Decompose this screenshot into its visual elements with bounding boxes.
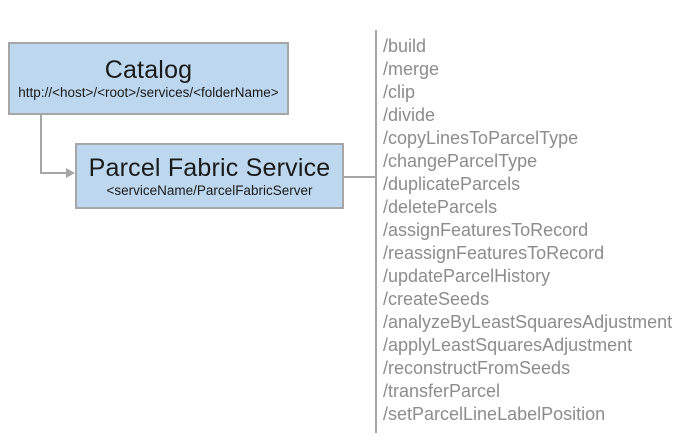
endpoint-item: /copyLinesToParcelType bbox=[383, 128, 579, 148]
endpoint-item: /analyzeByLeastSquaresAdjustment bbox=[383, 312, 673, 332]
endpoint-item: /createSeeds bbox=[383, 289, 490, 309]
arrowhead-right-icon bbox=[66, 168, 75, 178]
endpoint-item: /applyLeastSquaresAdjustment bbox=[383, 335, 633, 355]
endpoint-list: /build/merge/clip/divide/copyLinesToParc… bbox=[383, 35, 672, 426]
endpoint-item: /updateParcelHistory bbox=[383, 266, 551, 286]
endpoint-item: /merge bbox=[383, 59, 440, 79]
endpoint-item: /divide bbox=[383, 105, 436, 125]
endpoint-item: /reassignFeaturesToRecord bbox=[383, 243, 605, 263]
endpoint-item: /transferParcel bbox=[383, 381, 501, 401]
connector-catalog-horizontal-line bbox=[40, 172, 68, 174]
connector-service-to-endpoints-line bbox=[343, 176, 376, 178]
endpoint-item: /clip bbox=[383, 82, 416, 102]
parcel-fabric-service-node: Parcel Fabric Service <serviceName/Parce… bbox=[75, 143, 344, 209]
endpoint-item: /build bbox=[383, 36, 427, 56]
endpoint-item: /reconstructFromSeeds bbox=[383, 358, 571, 378]
service-url: <serviceName/ParcelFabricServer bbox=[106, 182, 313, 198]
endpoint-item: /assignFeaturesToRecord bbox=[383, 220, 589, 240]
catalog-title: Catalog bbox=[104, 56, 193, 84]
endpoint-item: /duplicateParcels bbox=[383, 174, 521, 194]
endpoints-divider-line bbox=[375, 30, 377, 433]
catalog-url: http://<host>/<root>/services/<folderNam… bbox=[18, 85, 279, 100]
catalog-node: Catalog http://<host>/<root>/services/<f… bbox=[8, 42, 289, 115]
service-title: Parcel Fabric Service bbox=[88, 153, 331, 182]
connector-catalog-vertical-line bbox=[40, 114, 42, 174]
endpoint-item: /setParcelLineLabelPosition bbox=[383, 404, 606, 424]
endpoint-item: /changeParcelType bbox=[383, 151, 538, 171]
endpoint-item: /deleteParcels bbox=[383, 197, 498, 217]
